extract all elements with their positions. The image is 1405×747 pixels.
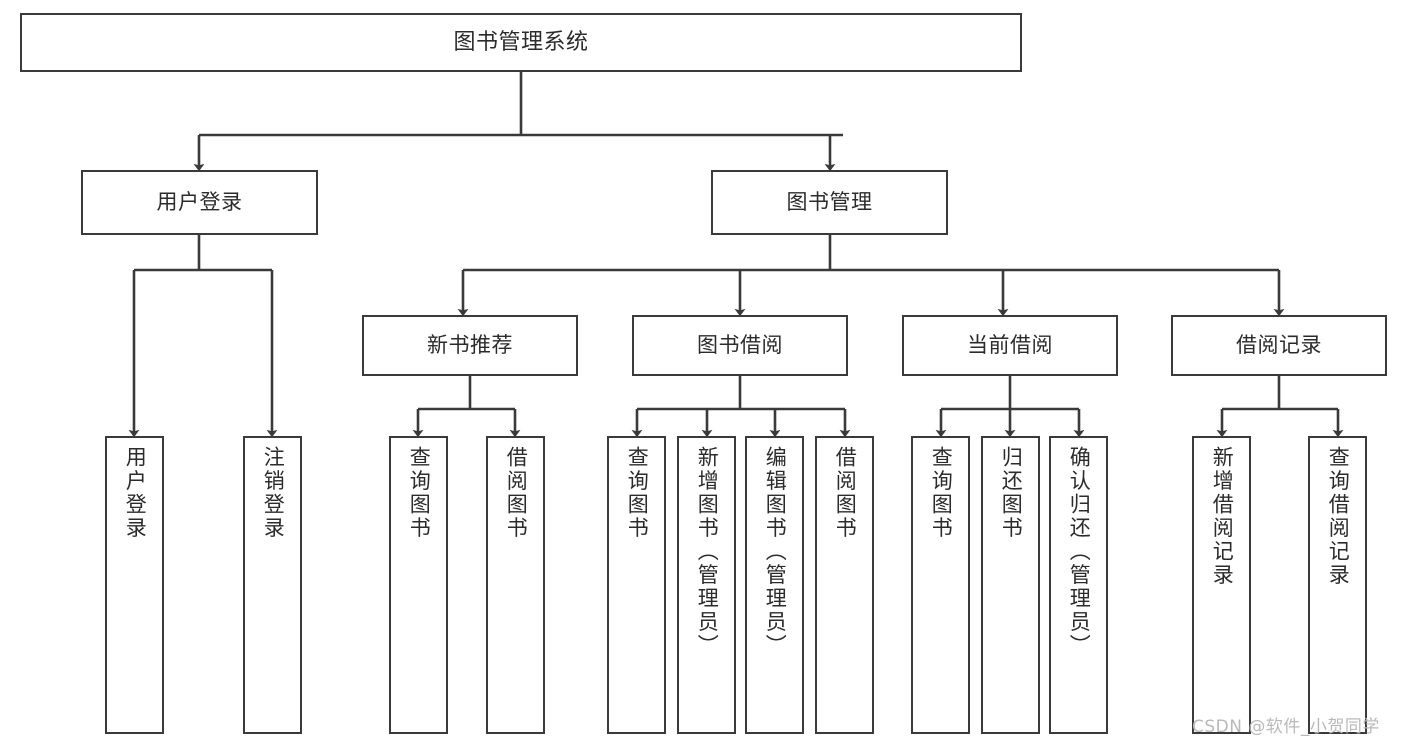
leaf-add-record[interactable]: 新增借阅记录 [1192,436,1251,734]
node-borrow-record[interactable]: 借阅记录 [1171,315,1387,376]
leaf-query-book-2[interactable]: 查询图书 [607,436,666,734]
node-book-manage[interactable]: 图书管理 [711,170,948,235]
leaf-return-book[interactable]: 归还图书 [981,436,1040,734]
leaf-confirm-return-label: 确认归还（管理员） [1067,446,1092,658]
node-book-manage-label: 图书管理 [786,190,873,215]
leaf-user-login[interactable]: 用户登录 [105,436,164,734]
leaf-borrow-book-1-label: 借阅图书 [504,446,529,540]
leaf-query-book-3-label: 查询图书 [929,446,954,540]
leaf-query-book-2-label: 查询图书 [625,446,650,540]
node-root-label: 图书管理系统 [453,29,589,55]
watermark: CSDN @软件_小贺同学 [1192,717,1380,737]
node-user-login[interactable]: 用户登录 [81,170,318,235]
leaf-add-record-label: 新增借阅记录 [1210,446,1235,587]
node-new-book-recommend[interactable]: 新书推荐 [362,315,578,376]
leaf-logout[interactable]: 注销登录 [243,436,302,734]
leaf-query-book-1-label: 查询图书 [407,446,432,540]
leaf-query-record-label: 查询借阅记录 [1326,446,1351,587]
node-borrow-record-label: 借阅记录 [1236,333,1322,358]
node-current-borrow[interactable]: 当前借阅 [902,315,1118,376]
node-root[interactable]: 图书管理系统 [20,13,1022,72]
node-current-borrow-label: 当前借阅 [967,333,1053,358]
leaf-borrow-book-2[interactable]: 借阅图书 [815,436,874,734]
node-book-borrow[interactable]: 图书借阅 [632,315,848,376]
leaf-logout-label: 注销登录 [261,446,286,540]
leaf-query-record[interactable]: 查询借阅记录 [1308,436,1367,734]
leaf-borrow-book-1[interactable]: 借阅图书 [486,436,545,734]
leaf-add-book-label: 新增图书（管理员） [695,446,720,658]
node-book-borrow-label: 图书借阅 [697,333,783,358]
leaf-edit-book-label: 编辑图书（管理员） [763,446,788,658]
leaf-edit-book[interactable]: 编辑图书（管理员） [745,436,804,734]
leaf-add-book[interactable]: 新增图书（管理员） [677,436,736,734]
leaf-return-book-label: 归还图书 [999,446,1024,540]
leaf-borrow-book-2-label: 借阅图书 [833,446,858,540]
node-user-login-label: 用户登录 [156,190,243,215]
leaf-query-book-3[interactable]: 查询图书 [911,436,970,734]
leaf-query-book-1[interactable]: 查询图书 [389,436,448,734]
node-new-book-recommend-label: 新书推荐 [427,333,513,358]
leaf-confirm-return[interactable]: 确认归还（管理员） [1049,436,1108,734]
leaf-user-login-label: 用户登录 [123,446,148,540]
